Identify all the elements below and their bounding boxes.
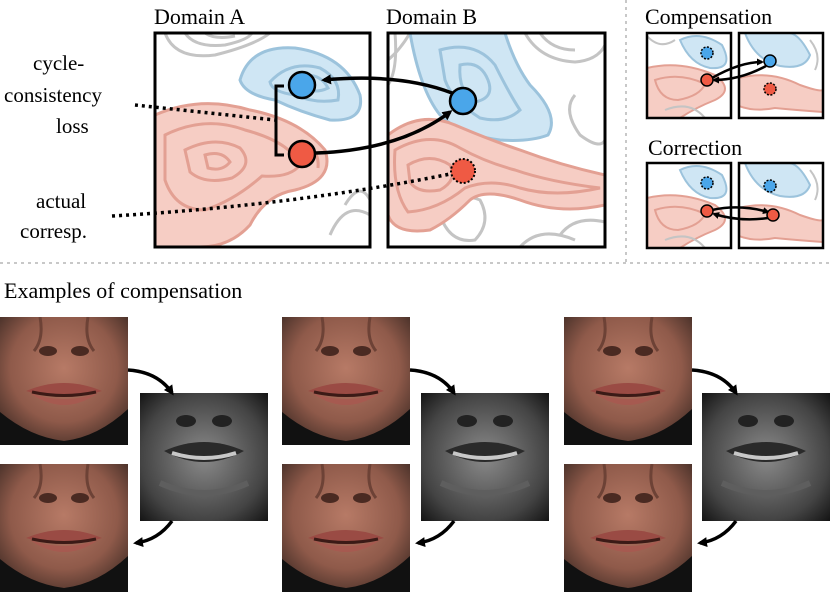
example-1-gray-photo (140, 393, 268, 521)
example-1-output-photo (0, 464, 128, 592)
example-2-input-photo (282, 317, 410, 445)
example-3-input-photo (564, 317, 692, 445)
correction-panel (645, 161, 825, 250)
domain-a-panel (153, 31, 372, 249)
domain-a-label: Domain A (154, 4, 245, 29)
example-2-output-photo (282, 464, 410, 592)
domain-b-panel (386, 31, 607, 249)
cycle-label-line1: cycle- (33, 51, 84, 75)
point-b-red-actual (450, 158, 476, 184)
arrow-a-to-b (315, 110, 453, 155)
example-1 (0, 317, 268, 592)
gray-contours (388, 33, 605, 247)
example-3-gray-photo (702, 393, 830, 521)
actual-label-line1: actual (36, 189, 86, 213)
examples-title: Examples of compensation (4, 278, 242, 303)
domain-b-frame (386, 31, 607, 249)
cycle-label-line2: consistency (4, 83, 102, 107)
cycle-label-line3: loss (56, 114, 89, 138)
example-3 (564, 317, 830, 592)
actual-label-line2: corresp. (20, 219, 87, 243)
correction-label: Correction (648, 135, 742, 160)
cycle-loss-leader (134, 103, 276, 122)
compensation-panel (645, 31, 825, 120)
point-b-blue (448, 86, 478, 116)
example-3-output-photo (564, 464, 692, 592)
compensation-label: Compensation (645, 4, 772, 29)
example-2 (282, 317, 549, 592)
domain-a-frame (153, 31, 372, 249)
domain-b-label: Domain B (386, 4, 477, 29)
example-1-input-photo (0, 317, 128, 445)
example-2-gray-photo (421, 393, 549, 521)
loss-bracket (274, 84, 284, 157)
arrow-b-to-a (321, 74, 453, 95)
point-a-blue (287, 70, 317, 100)
point-a-red (287, 139, 317, 169)
